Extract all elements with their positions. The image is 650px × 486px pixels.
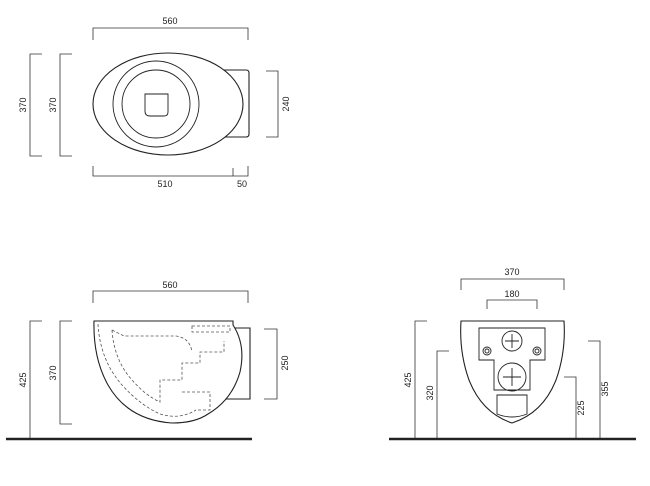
top-bowl-rim xyxy=(112,60,200,148)
front-fixing-hole-right xyxy=(532,346,542,356)
front-outlet-cross xyxy=(503,368,521,386)
top-drain-outlet xyxy=(144,93,169,117)
front-fixing-height-dim-line xyxy=(436,350,449,438)
front-bowl-foot xyxy=(496,394,528,418)
top-height-inner-label: 370 xyxy=(48,97,58,112)
front-view: 370 180 425 320 225 355 xyxy=(389,267,636,441)
front-inlet-height-dim-line xyxy=(588,340,601,438)
side-bowl-height-dim-line xyxy=(59,320,72,425)
side-back-height-dim-line xyxy=(264,328,278,400)
front-inlet-cross xyxy=(505,334,519,348)
side-back-height-label: 250 xyxy=(280,355,290,370)
side-width-label: 560 xyxy=(162,280,177,290)
front-height-total-label: 425 xyxy=(403,372,413,387)
front-width-label: 370 xyxy=(504,267,519,277)
top-height-outer-label: 370 xyxy=(18,97,28,112)
front-inlet-height-label: 355 xyxy=(600,381,610,396)
top-height-outer-dim-line xyxy=(29,53,42,157)
side-hidden-trapway-inner xyxy=(111,329,225,403)
front-fixing-height-label: 320 xyxy=(425,385,435,400)
front-outlet-height-dim-line xyxy=(564,376,577,438)
front-fixing-spacing-dim-line xyxy=(486,299,538,309)
top-bowl-length-label: 510 xyxy=(157,179,172,189)
side-height-total-dim-line xyxy=(29,320,42,438)
top-back-height-label: 240 xyxy=(281,96,291,111)
front-outlet-height-label: 225 xyxy=(576,400,586,415)
side-bowl-height-label: 370 xyxy=(48,365,58,380)
top-bowl-inner xyxy=(121,69,191,139)
top-back-length-label: 50 xyxy=(237,179,247,189)
front-fixing-hole-left-inner xyxy=(484,348,490,354)
front-fixing-frame xyxy=(478,327,546,391)
side-hidden-outlet xyxy=(182,391,211,411)
front-fixing-hole-left xyxy=(482,346,492,356)
top-width-label: 560 xyxy=(162,16,177,26)
side-hidden-trapway-outer xyxy=(97,323,197,417)
front-width-dim-line xyxy=(460,278,565,290)
front-inlet-circle xyxy=(501,330,523,352)
front-outlet-circle xyxy=(497,362,527,392)
top-width-dim-line xyxy=(92,27,249,40)
side-width-dim-line xyxy=(92,290,249,303)
side-view: 560 425 370 250 xyxy=(6,280,290,441)
front-fixing-spacing-label: 180 xyxy=(504,289,519,299)
side-bowl-outline xyxy=(93,320,243,424)
top-back-height-dim-line xyxy=(266,70,279,138)
top-length-dim-line xyxy=(92,166,249,177)
front-fixing-hole-right-inner xyxy=(534,348,540,354)
top-view: 560 370 370 240 510 50 xyxy=(18,16,291,189)
side-hidden-rim xyxy=(111,329,193,353)
side-hidden-inlet xyxy=(191,325,231,333)
side-height-total-label: 425 xyxy=(18,372,28,387)
top-height-inner-dim-line xyxy=(59,53,72,157)
front-height-total-dim-line xyxy=(414,320,427,438)
front-bowl-outline xyxy=(460,320,565,424)
